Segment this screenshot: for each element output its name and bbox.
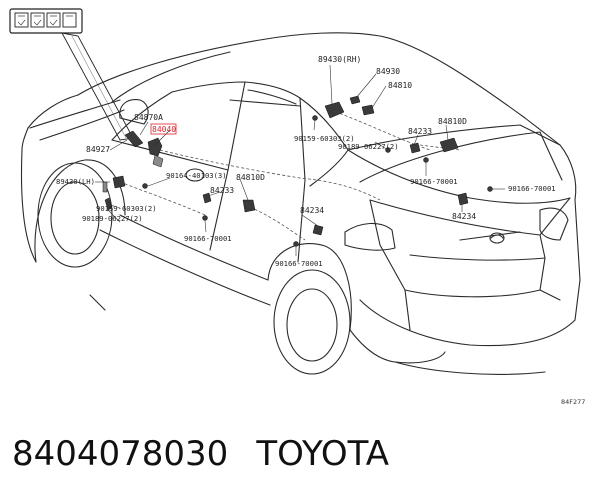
part-84810D-b [439,137,459,153]
part-84233-b [409,142,421,154]
label-90166-c: 90166-70001 [410,177,458,186]
label-90166-b: 90166-70001 [275,259,323,268]
part-84040 [147,137,163,157]
part-number: 8404078030 [12,434,229,474]
brand-name: TOYOTA [256,434,390,474]
label-84233-b: 84233 [408,127,432,136]
component-parts [102,95,493,247]
part-84810 [361,104,375,116]
callout-labels: 84870A 84040 84927 89430(LH) 90159-60303… [56,55,556,268]
label-90159-a: 90159-60303(2) [96,204,157,213]
label-90189-b: 90189-06227(2) [338,142,399,151]
label-90164: 90164-40103(3) [166,171,227,180]
part-84234-a [312,224,324,236]
label-90166-d: 90166-70001 [508,184,556,193]
inset-pointer [61,32,134,141]
label-90166-a: 90166-70001 [184,234,232,243]
label-90159-b: 90159-60303(2) [294,134,355,143]
label-84234-b: 84234 [452,212,476,221]
label-84810D-b: 84810D [438,117,467,126]
label-84810: 84810 [388,81,412,90]
label-89430-rh: 89430(RH) [318,55,361,64]
highlight-box [150,123,177,135]
vehicle-outline [20,32,581,375]
leader-lines [95,64,505,256]
label-84927: 84927 [86,145,110,154]
part-84930 [349,95,361,105]
part-89430-lh [112,175,126,189]
part-caption: 8404078030 TOYOTA [12,432,389,476]
diagram-reference-code: 84F277 [561,398,585,406]
label-84233-a: 84233 [210,186,234,195]
label-84234-a: 84234 [300,206,324,215]
label-84040-highlighted: 84040 [152,125,176,134]
label-90189-a: 90189-06227(2) [82,214,143,223]
part-89430-rh [324,101,345,119]
parts-diagram: 84870A 84040 84927 89430(LH) 90159-60303… [9,8,585,406]
label-84930: 84930 [376,67,400,76]
label-84870A: 84870A [134,113,163,122]
label-84810D-a: 84810D [236,173,265,182]
switch-inset-icon [9,8,83,34]
part-84927 [124,130,144,148]
label-89430-lh: 89430(LH) [56,177,95,186]
part-84810D-a [242,199,256,213]
part-84234-b [457,192,469,206]
